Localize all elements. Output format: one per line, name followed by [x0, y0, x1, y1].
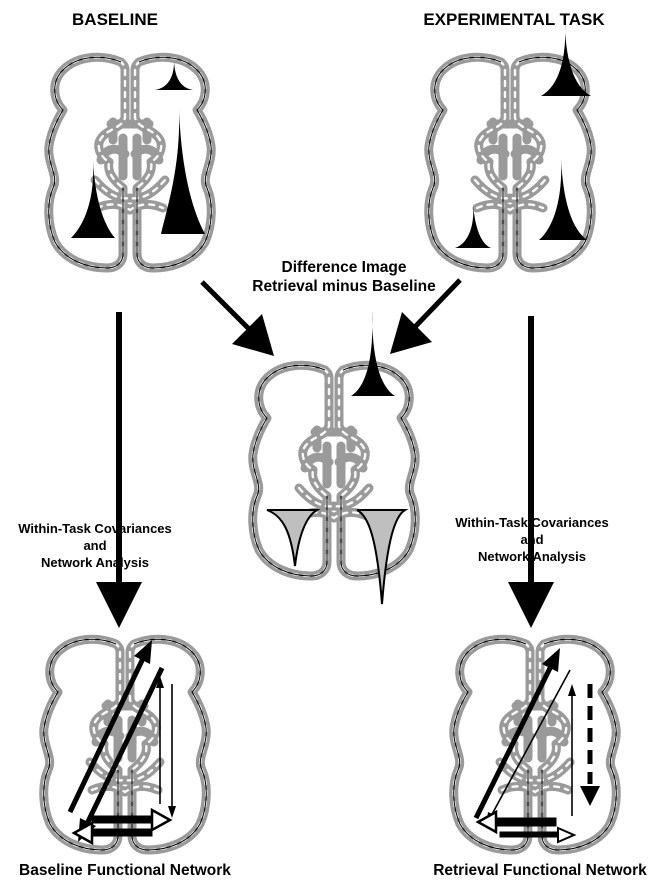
- difference-spike-down-right: [357, 510, 405, 604]
- arrow-baseline-to-difference: [202, 282, 252, 332]
- experimental-brain: [429, 20, 592, 268]
- difference-brain: [253, 310, 416, 604]
- difference-spike-down-left: [267, 510, 317, 566]
- arrowhead-right-vertical: [508, 582, 554, 628]
- difference-spike-up: [351, 310, 395, 396]
- baseline-brain: [49, 57, 212, 268]
- arrow-experimental-to-difference: [412, 280, 460, 330]
- baseline-spike-right: [161, 108, 205, 234]
- experimental-spike-left: [455, 204, 491, 248]
- arrowhead-left-vertical: [96, 582, 142, 628]
- experimental-spike-right: [539, 158, 587, 240]
